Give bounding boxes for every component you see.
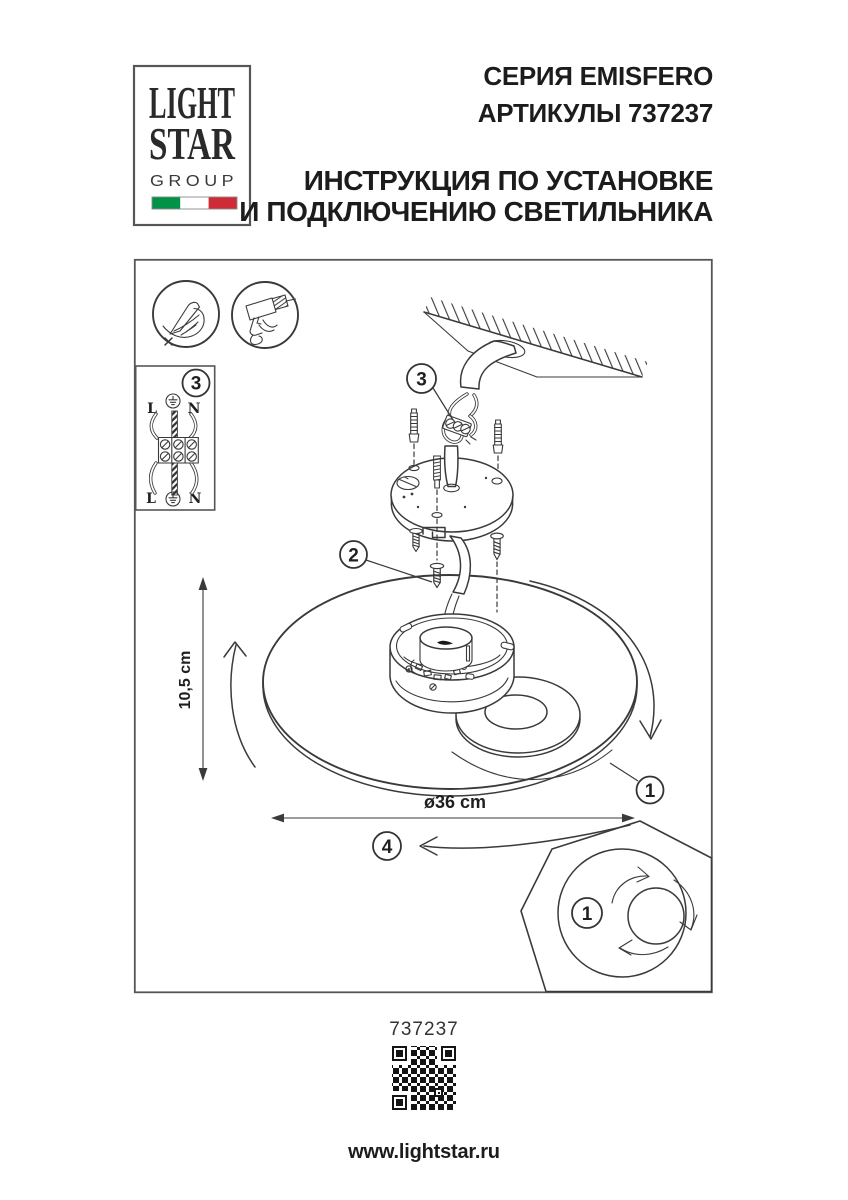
callout-1: 1 [609,762,665,805]
height-dimension: 10,5 cm [177,577,208,781]
wire-label-l-bottom: L [146,491,156,507]
article-number: 737237 [389,1019,459,1040]
drill-icon [231,281,299,349]
driver-label [437,640,453,645]
clip-left [399,623,413,633]
wall-anchor-right [492,419,504,454]
lamp-body [389,613,515,714]
cable-terminal [442,414,473,438]
logo-word-group: GROUP [150,173,238,190]
wiring-diagram: 3 L N L N [134,365,216,511]
rotate-arrow-left [223,641,256,768]
diagram-border [133,258,713,994]
website-url: www.lightstar.ru [348,1141,500,1163]
svg-text:4: 4 [382,837,393,858]
diameter-label: ø36 cm [424,792,486,812]
mounting-plate [390,445,514,542]
screw-left [409,527,423,553]
qr-finder-patterns [392,1046,456,1110]
callout-2: 2 [339,540,433,583]
lightstar-logo: LIGHT STAR GROUP [132,64,252,227]
logo-word-star: STAR [149,118,236,169]
earth-symbol-top [165,393,181,409]
mains-cable [441,340,517,445]
instruction-title-line1: ИНСТРУКЦИЯ ПО УСТАНОВКЕ [303,165,714,196]
italian-flag-icon [151,196,238,210]
instruction-title-line2: И ПОДКЛЮЧЕНИЮ СВЕТИЛЬНИКА [239,196,713,227]
terminal-block [157,436,199,464]
screw-right [490,532,504,561]
wall-anchor-left [408,408,420,443]
wiring-callout: 3 [191,374,202,395]
header-series-block: СЕРИЯ EMISFERO АРТИКУЛЫ 737237 [477,58,714,132]
article-title: АРТИКУЛЫ 737237 [477,98,714,128]
ceiling [423,297,648,378]
keyhole-slot [422,526,446,539]
callout-4: 4 [372,824,631,861]
wire-label-n-bottom: N [189,491,202,507]
svg-text:3: 3 [416,370,427,391]
wire-stripper-icon [152,280,220,348]
detail-callout-label: 1 [582,904,593,925]
led-driver [419,626,473,672]
qr-code [392,1046,456,1110]
svg-text:2: 2 [348,546,359,567]
header-instruction-block: ИНСТРУКЦИЯ ПО УСТАНОВКЕ И ПОДКЛЮЧЕНИЮ СВ… [239,165,713,227]
wire-label-l-top: L [147,401,157,417]
callout-3: 3 [406,363,454,421]
clip-right [500,641,515,651]
rotation-detail: 1 [520,820,713,993]
height-label: 10,5 cm [177,651,194,710]
standing-screw [433,455,441,489]
logo-word-light: LIGHT [149,77,235,128]
series-title: СЕРИЯ EMISFERO [483,61,713,91]
rotate-arrow-right [529,580,662,740]
svg-text:1: 1 [645,781,656,802]
diameter-dimension: ø36 cm [271,792,635,823]
